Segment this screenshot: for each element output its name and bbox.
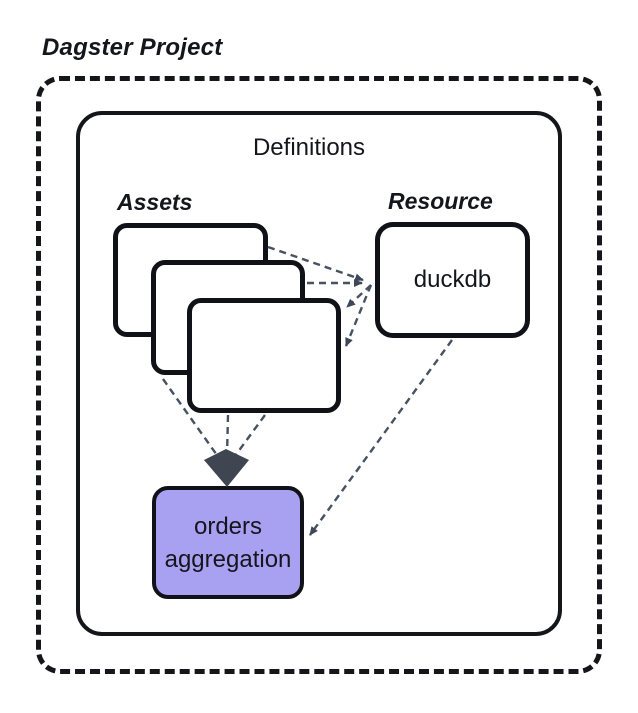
assets-group-label: Assets [117,189,193,215]
asset-orders-aggregation: orders aggregation [152,486,304,599]
project-boundary [36,76,602,674]
orders-aggregation-label-line2: aggregation [164,545,292,573]
resource-box-duckdb: duckdb [375,222,530,338]
definitions-label: Definitions [252,134,366,161]
resource-group-label: Resource [388,188,493,214]
asset-card-front [187,298,341,413]
duckdb-label: duckdb [413,266,492,293]
project-title: Dagster Project [42,34,223,61]
orders-aggregation-label-line1: orders [193,512,263,540]
